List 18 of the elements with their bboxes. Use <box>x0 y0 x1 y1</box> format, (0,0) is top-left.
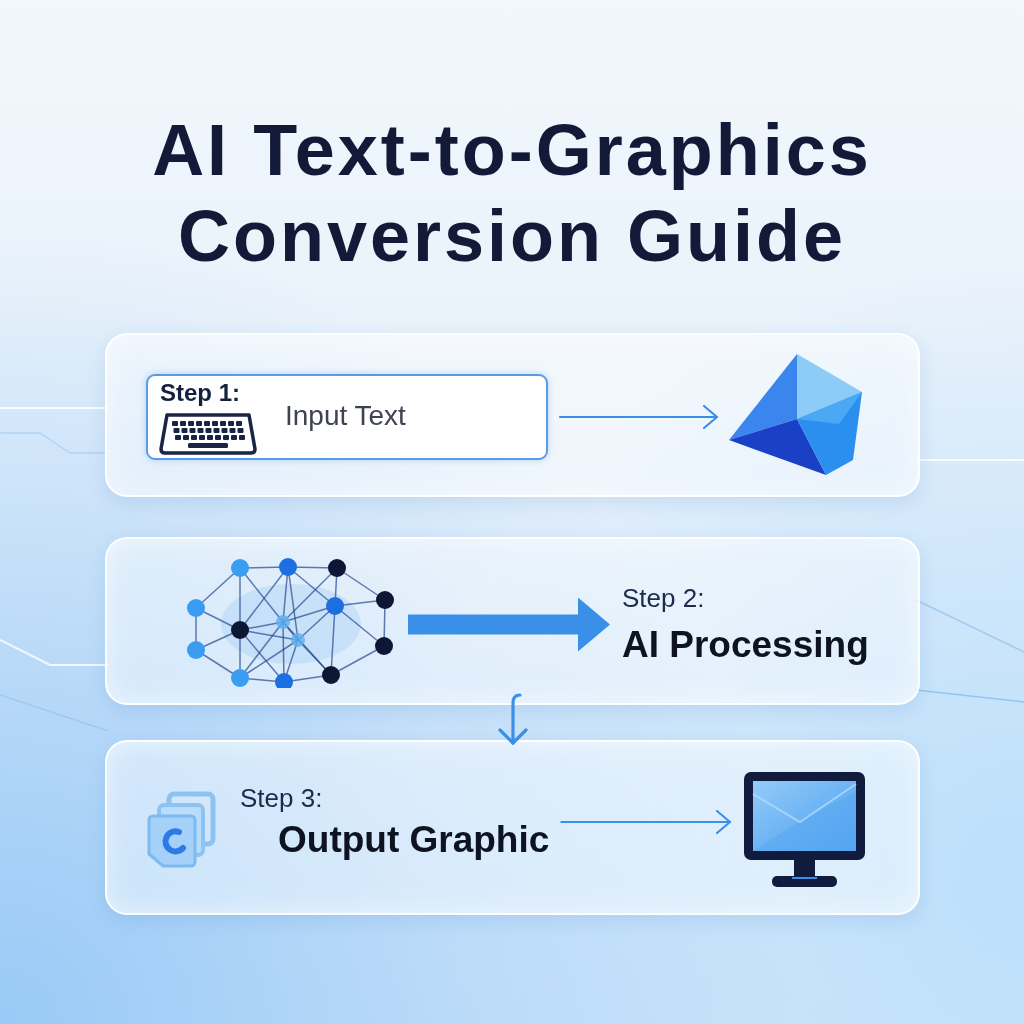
step-label: Step 2: <box>622 583 705 613</box>
prism-illustration <box>729 354 863 476</box>
arrow <box>558 404 719 430</box>
input-text: Input Text <box>285 400 406 432</box>
step-panel <box>105 740 920 915</box>
input-box <box>146 374 548 460</box>
step-title: AI Processing <box>622 624 869 666</box>
title: AI Text-to-Graphics Conversion Guide <box>151 109 873 278</box>
step-title: Output Graphic <box>278 819 550 861</box>
step-label: Step 1: <box>160 379 240 407</box>
arrow <box>560 809 732 835</box>
step-label: Step 3: <box>240 783 323 813</box>
monitor-icon <box>742 770 867 890</box>
step-panel <box>105 537 920 705</box>
arrow <box>498 693 528 745</box>
neural-network-illustration <box>186 558 396 688</box>
step-panel <box>105 333 920 497</box>
arrow <box>408 597 610 652</box>
